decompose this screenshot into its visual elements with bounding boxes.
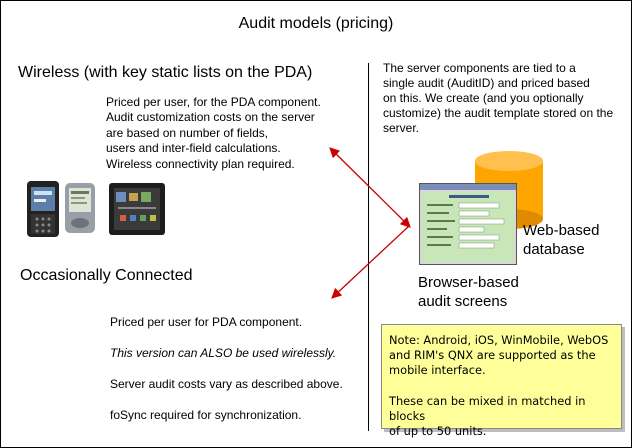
database-label: Web-based database bbox=[523, 222, 600, 258]
browser-label: Browser-based audit screens bbox=[418, 274, 519, 310]
occasional-line-4: foSync required for synchronization. bbox=[110, 407, 302, 422]
occasional-line-1: Priced per user for PDA component. bbox=[110, 315, 303, 330]
wireless-arrow bbox=[329, 147, 411, 228]
occasional-line-2: This version can ALSO be used wirelessly… bbox=[110, 346, 337, 361]
occasional-description: Priced per user for PDA component. This … bbox=[110, 300, 343, 439]
browser-screen-image bbox=[419, 183, 517, 265]
occasionally-connected-heading: Occasionally Connected bbox=[20, 267, 193, 284]
server-description: The server components are tied to a sing… bbox=[383, 61, 614, 135]
palm-pda-image bbox=[65, 183, 95, 233]
wireless-description: Priced per user, for the PDA component. … bbox=[106, 95, 321, 171]
occasional-arrow bbox=[331, 225, 410, 299]
smartphone-image bbox=[27, 181, 59, 237]
pda-devices-image bbox=[27, 181, 165, 237]
wireless-heading: Wireless (with key static lists on the P… bbox=[18, 64, 313, 81]
divider-line bbox=[368, 63, 369, 431]
platform-note-box: Note: Android, iOS, WinMobile, WebOS and… bbox=[381, 324, 622, 438]
occasional-line-3: Server audit costs vary as described abo… bbox=[110, 377, 343, 392]
tablet-image bbox=[109, 183, 165, 235]
slide-title: Audit models (pricing) bbox=[238, 15, 394, 32]
